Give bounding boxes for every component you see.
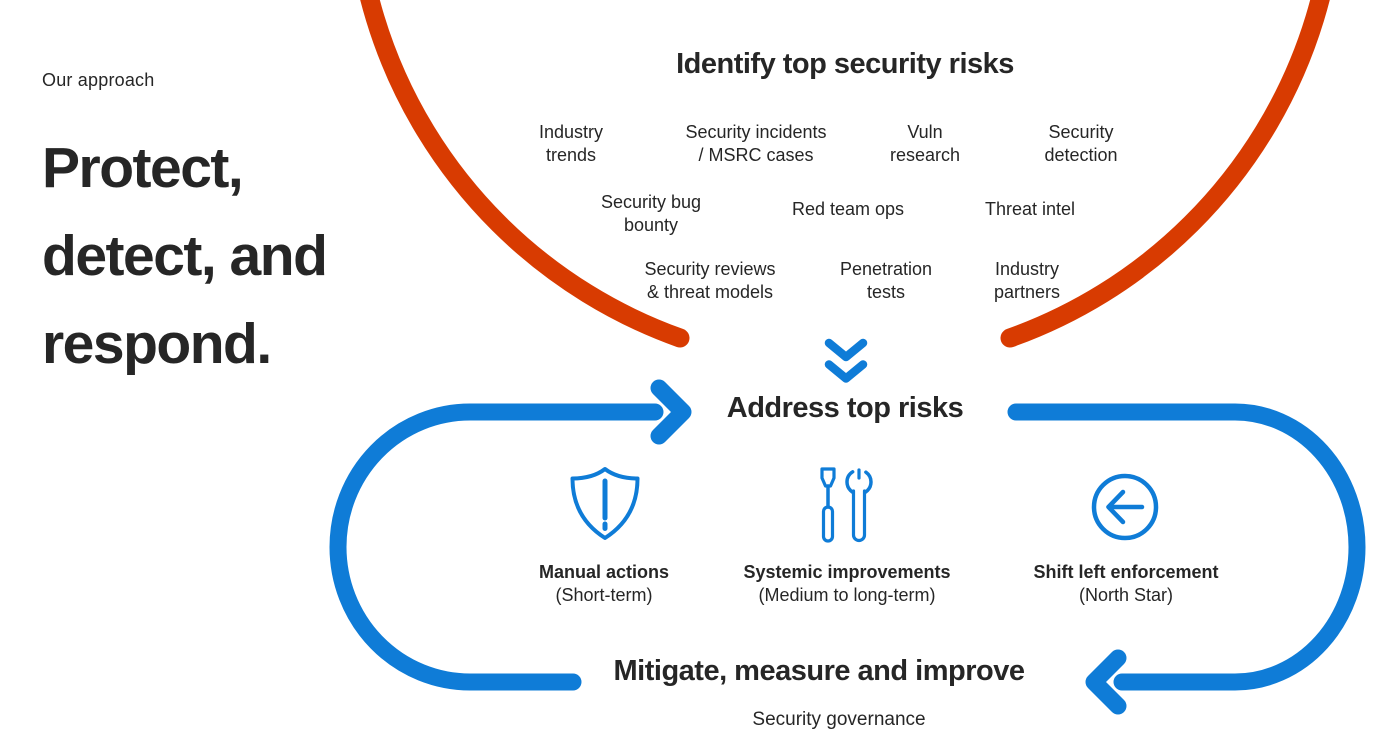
loop-left-arrowhead-icon: [1085, 649, 1127, 715]
action-title: Manual actions: [538, 562, 670, 582]
shield-alert-icon: [570, 467, 640, 540]
risk-item-security-incidents: Security incidents / MSRC cases: [685, 122, 827, 165]
eyebrow-label: Our approach: [42, 70, 155, 90]
risk-item-security-reviews: Security reviews & threat models: [644, 259, 776, 302]
loop-right-curve: [1007, 403, 1366, 691]
loop-left-curve: [329, 403, 664, 691]
action-systemic-improvements: Systemic improvements (Medium to long-te…: [743, 561, 950, 607]
loop-right-arrowhead-icon: [650, 379, 692, 445]
risk-item-threat-intel: Threat intel: [984, 199, 1076, 219]
page-title: Protect, detect, and respond.: [42, 136, 328, 376]
action-subtitle: (Short-term): [555, 585, 653, 605]
action-subtitle: (North Star): [1078, 585, 1174, 605]
double-chevron-down-icon: [824, 338, 868, 383]
arrow-left-circle-icon: [1091, 473, 1159, 541]
risk-item-penetration-tests: Penetration tests: [839, 259, 933, 302]
action-title: Shift left enforcement: [1033, 562, 1219, 582]
identify-heading: Identify top security risks: [676, 48, 1014, 80]
security-governance-label: Security governance: [752, 709, 926, 730]
action-title: Systemic improvements: [743, 562, 951, 582]
mitigate-heading: Mitigate, measure and improve: [613, 655, 1025, 687]
risk-item-industry-trends: Industry trends: [538, 122, 604, 165]
action-manual-actions: Manual actions (Short-term): [539, 561, 669, 607]
risk-item-vuln-research: Vuln research: [889, 122, 961, 165]
action-subtitle: (Medium to long-term): [758, 585, 936, 605]
address-heading: Address top risks: [726, 392, 964, 424]
tools-icon: [820, 467, 873, 543]
action-shift-left-enforcement: Shift left enforcement (North Star): [1033, 561, 1218, 607]
risk-item-red-team-ops: Red team ops: [791, 199, 905, 219]
identify-circle-arc: [360, 0, 1330, 348]
risk-item-security-detection: Security detection: [1044, 122, 1118, 165]
risk-item-security-bug-bounty: Security bug bounty: [600, 192, 702, 235]
risk-item-industry-partners: Industry partners: [993, 259, 1061, 302]
